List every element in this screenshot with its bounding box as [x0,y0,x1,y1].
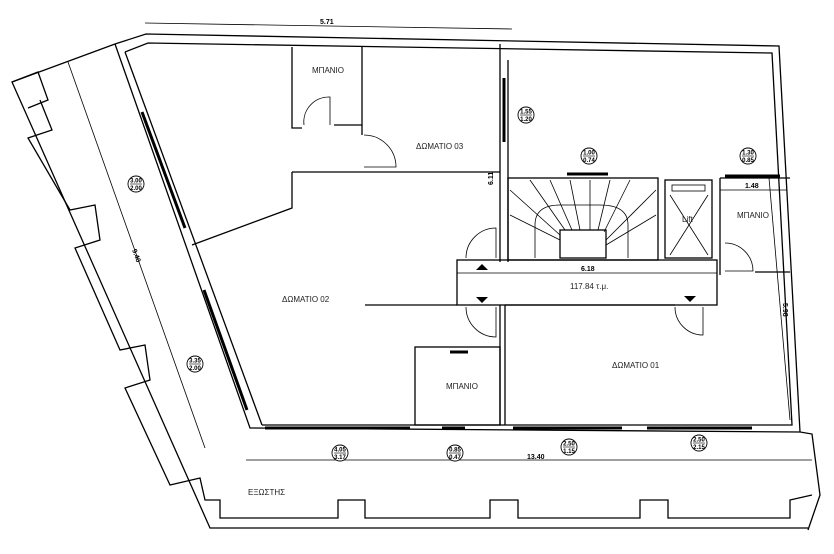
room-label-room01: ΔΩΜΑΤΙΟ 01 [612,361,660,370]
dim-right: 5.98 [781,303,788,317]
window-tag: 2.502.15 [690,434,708,452]
window-tag: 4.053.17 [331,444,349,462]
window-tags: 3.002.001.551.201.000.741.300.853.352.00… [127,106,757,462]
arrows [476,264,696,303]
window-tag: 3.002.00 [127,175,145,193]
window-height: 2.15 [693,445,705,451]
window-height: 3.17 [334,455,346,461]
dim-bath-width: 1.48 [745,183,759,190]
room-label-room03: ΔΩΜΑΤΙΟ 03 [416,142,464,151]
window-width: 2.50 [563,442,575,448]
dim-top: 5.71 [320,19,334,26]
lift-label: Lift [682,215,693,224]
window-width: 3.35 [189,359,201,365]
window-tag: 2.501.15 [560,438,578,456]
interior-walls [191,44,790,426]
window-width: 2.50 [693,438,705,444]
window-height: 0.74 [583,158,595,164]
area-label: 117.84 τ.μ. [570,282,608,291]
window-tag: 1.000.74 [580,147,598,165]
dim-corridor: 6.18 [581,266,595,273]
window-width: 1.00 [583,151,595,157]
window-tag: 3.352.00 [186,355,204,373]
window-width: 0.85 [449,448,461,454]
dim-left: 9.40 [130,248,141,263]
window-tag: 0.850.47 [446,444,464,462]
dim-wall-vertical: 6.11 [488,172,495,185]
dimension-lines [67,22,812,461]
staircase [509,179,657,258]
window-height: 0.47 [449,455,461,461]
window-width: 1.30 [742,151,754,157]
window-width: 1.55 [520,110,532,116]
window-height: 1.20 [520,117,532,123]
windows [140,78,780,430]
doors [303,96,754,338]
window-height: 0.85 [742,158,754,164]
exterior-walls [11,33,821,531]
room-label-bathroom-right: ΜΠΑΝΙΟ [737,211,769,220]
room-label-bathroom-bottom: ΜΠΑΝΙΟ [446,382,478,391]
window-tag: 1.551.20 [517,106,535,124]
dim-bottom: 13.40 [527,454,545,461]
room-label-bathroom-top: ΜΠΑΝΙΟ [312,66,344,75]
window-height: 1.15 [563,449,575,455]
window-tag: 1.300.85 [739,147,757,165]
room-label-room02: ΔΩΜΑΤΙΟ 02 [282,295,330,304]
window-height: 2.00 [189,366,201,372]
window-width: 4.05 [334,448,346,454]
window-width: 3.00 [130,179,142,185]
window-height: 2.00 [130,186,142,192]
room-label-balcony: ΕΞΩΣΤΗΣ [248,488,285,497]
